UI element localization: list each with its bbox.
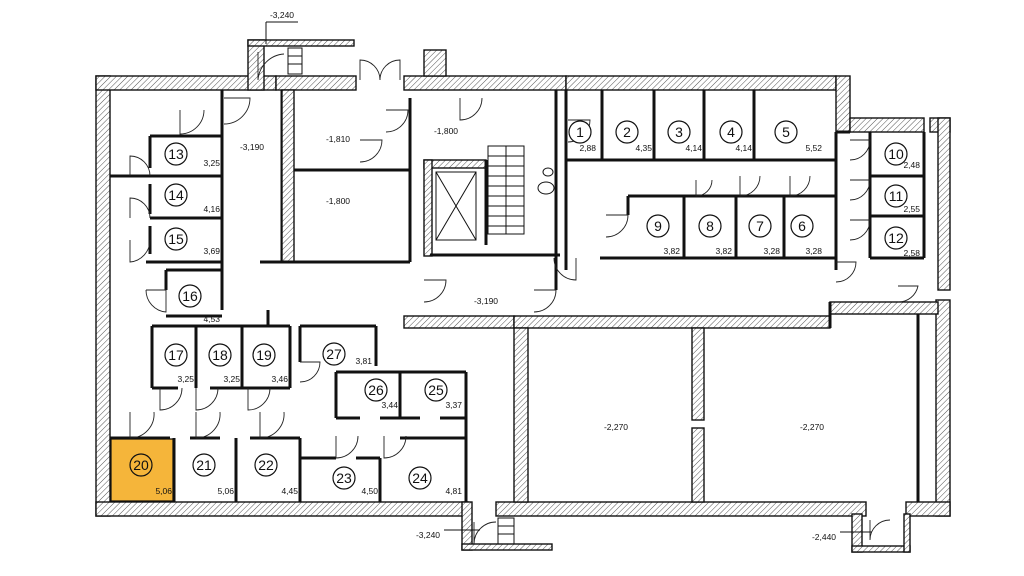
room-number-13: 13 [168, 146, 184, 162]
room-area-22: 4,45 [281, 486, 298, 496]
room-number-8: 8 [706, 218, 714, 234]
room-number-22: 22 [258, 457, 274, 473]
room-marker-18 [208, 343, 232, 367]
room-number-20: 20 [133, 457, 149, 473]
level-bottom-entrance: -3,240 [416, 530, 440, 540]
room-number-7: 7 [756, 218, 764, 234]
room-area-21: 5,06 [217, 486, 234, 496]
room-number-27: 27 [326, 346, 342, 362]
room-number-10: 10 [888, 146, 904, 162]
room-number-17: 17 [168, 347, 184, 363]
room-area-1: 2,88 [579, 143, 596, 153]
level-hall-east: -2,270 [800, 422, 824, 432]
room-marker-17 [164, 343, 188, 367]
outer-walls [95, 39, 951, 553]
room-marker-14 [164, 183, 188, 207]
room-marker-12 [884, 226, 908, 250]
room-number-11: 11 [889, 188, 904, 204]
room-number-16: 16 [182, 288, 198, 304]
room-number-6: 6 [798, 218, 806, 234]
level-marks: -3,240 -3,190 -1,810 -1,800 -1,800 -3,19… [240, 10, 872, 542]
room-marker-6 [790, 214, 814, 238]
room-number-21: 21 [196, 457, 212, 473]
room-number-3: 3 [675, 124, 683, 140]
room-marker-24 [408, 466, 432, 490]
room-area-9: 3,82 [663, 246, 680, 256]
interior-walls [110, 89, 939, 503]
room-marker-26 [364, 378, 388, 402]
room-marker-21 [192, 453, 216, 477]
level-top-entrance: -3,240 [270, 10, 294, 20]
room-area-14: 4,16 [203, 204, 220, 214]
room-area-16: 4,53 [203, 314, 220, 324]
level-room-upper-left: -1,810 [326, 134, 350, 144]
room-number-5: 5 [782, 124, 790, 140]
room-area-8: 3,82 [715, 246, 732, 256]
room-marker-7 [748, 214, 772, 238]
level-south-east-entrance: -2,440 [812, 532, 836, 542]
room-area-6: 3,28 [805, 246, 822, 256]
room-marker-27 [322, 342, 346, 366]
door-swings [129, 52, 919, 545]
room-area-3: 4,14 [685, 143, 702, 153]
room-area-17: 3,25 [177, 374, 194, 384]
room-area-25: 3,37 [445, 400, 462, 410]
room-marker-8 [698, 214, 722, 238]
level-hall-west: -2,270 [604, 422, 628, 432]
room-number-25: 25 [428, 382, 444, 398]
level-room-upper-right: -1,800 [434, 126, 458, 136]
room-marker-20 [129, 453, 153, 477]
level-room-lower: -1,800 [326, 196, 350, 206]
room-area-23: 4,50 [361, 486, 378, 496]
room-number-14: 14 [168, 187, 184, 203]
room-area-24: 4,81 [445, 486, 462, 496]
room-marker-25 [424, 378, 448, 402]
room-area-12: 2,58 [903, 248, 920, 258]
room-marker-2 [615, 120, 639, 144]
room-marker-16 [178, 284, 202, 308]
level-main-corridor: -3,190 [474, 296, 498, 306]
room-area-7: 3,28 [763, 246, 780, 256]
room-marker-22 [254, 453, 278, 477]
room-number-19: 19 [256, 347, 272, 363]
room-number-2: 2 [623, 124, 631, 140]
room-marker-9 [646, 214, 670, 238]
room-area-2: 4,35 [635, 143, 652, 153]
room-number-12: 12 [888, 230, 904, 246]
staircase [287, 47, 555, 545]
room-area-5: 5,52 [805, 143, 822, 153]
room-area-27: 3,81 [355, 356, 372, 366]
room-area-26: 3,44 [381, 400, 398, 410]
room-marker-23 [332, 466, 356, 490]
room-number-1: 1 [576, 124, 584, 140]
room-marker-11 [884, 184, 908, 208]
room-area-20: 5,06 [155, 486, 172, 496]
room-area-19: 3,46 [271, 374, 288, 384]
room-number-24: 24 [412, 470, 428, 486]
room-labels: 12,8824,3534,1444,1455,5263,2873,2883,82… [129, 120, 920, 496]
room-marker-1 [568, 120, 592, 144]
room-number-9: 9 [654, 218, 662, 234]
room-marker-3 [667, 120, 691, 144]
room-area-10: 2,48 [903, 160, 920, 170]
room-area-11: 2,55 [903, 204, 920, 214]
level-west-corridor: -3,190 [240, 142, 264, 152]
room-area-4: 4,14 [735, 143, 752, 153]
room-number-15: 15 [168, 231, 184, 247]
room-number-4: 4 [727, 124, 735, 140]
room-marker-13 [164, 142, 188, 166]
room-marker-5 [774, 120, 798, 144]
room-number-26: 26 [368, 382, 384, 398]
room-area-15: 3,69 [203, 246, 220, 256]
room-area-18: 3,25 [223, 374, 240, 384]
room-number-23: 23 [336, 470, 352, 486]
room-marker-10 [884, 142, 908, 166]
room-number-18: 18 [212, 347, 228, 363]
room-marker-15 [164, 227, 188, 251]
room-marker-19 [252, 343, 276, 367]
room-marker-4 [719, 120, 743, 144]
room-area-13: 3,25 [203, 158, 220, 168]
